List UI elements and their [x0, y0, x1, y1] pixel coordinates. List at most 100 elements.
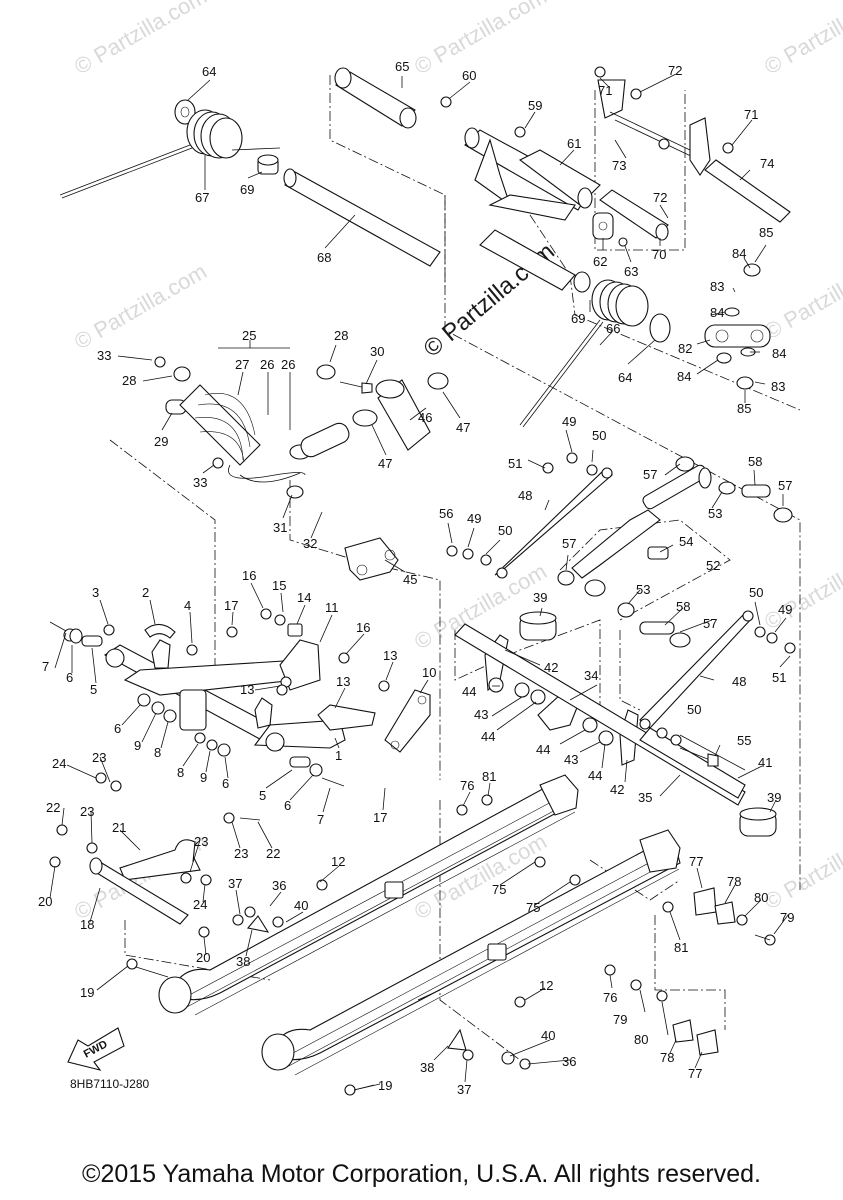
- parts-drawings: FWD: [49, 66, 796, 1096]
- callout: 17: [373, 810, 387, 825]
- bracket-icon: [344, 537, 399, 581]
- callout: 28: [334, 328, 348, 343]
- link-plate-icon: [384, 689, 431, 753]
- callout: 8: [154, 745, 161, 760]
- callout: 65: [395, 59, 409, 74]
- callout: 84: [732, 246, 746, 261]
- pipe-icon: [599, 189, 669, 241]
- callout: 42: [544, 660, 558, 675]
- callout: 51: [772, 670, 786, 685]
- callout: 50: [687, 702, 701, 717]
- pipe-icon: [334, 67, 417, 129]
- callout: 77: [688, 1066, 702, 1081]
- callout: 66: [606, 321, 620, 336]
- bumper-icon: [89, 839, 201, 925]
- leader-lines: [49, 73, 791, 1091]
- slider-clip-icon: [672, 887, 736, 1056]
- callout: 73: [612, 158, 626, 173]
- callout: 35: [638, 790, 652, 805]
- callout: 50: [749, 585, 763, 600]
- callout: 29: [154, 434, 168, 449]
- callout: 67: [195, 190, 209, 205]
- callout: 13: [240, 682, 254, 697]
- callout: 82: [678, 341, 692, 356]
- callout: 19: [80, 985, 94, 1000]
- callout: 69: [571, 311, 585, 326]
- shock-absorber-icon: [165, 366, 350, 499]
- callout: 10: [422, 665, 436, 680]
- cap-icon: [144, 623, 176, 639]
- callout: 3: [92, 585, 99, 600]
- callout: 33: [97, 348, 111, 363]
- callout: 43: [474, 707, 488, 722]
- callout: 70: [652, 247, 666, 262]
- callout: 11: [325, 600, 339, 615]
- callout: 49: [778, 602, 792, 617]
- callout: 79: [613, 1012, 627, 1027]
- callout: 26: [281, 357, 295, 372]
- callout: 48: [518, 488, 532, 503]
- callout: 44: [588, 768, 602, 783]
- callout: 39: [767, 790, 781, 805]
- callout: 44: [481, 729, 495, 744]
- callout: 38: [236, 954, 250, 969]
- callout: 20: [196, 950, 210, 965]
- callout: 75: [526, 900, 540, 915]
- callout: 8: [177, 765, 184, 780]
- callout: 37: [457, 1082, 471, 1097]
- callout: 13: [383, 648, 397, 663]
- callout: 23: [92, 750, 106, 765]
- bracket-icon: [592, 212, 628, 247]
- callout: 78: [727, 874, 741, 889]
- collar-icon: [519, 611, 777, 837]
- callout: 37: [228, 876, 242, 891]
- rear-arm-icon: [464, 127, 601, 291]
- pivot-arm-icon: [103, 639, 376, 752]
- callout: 5: [90, 682, 97, 697]
- callout: 22: [266, 846, 280, 861]
- callout: 47: [456, 420, 470, 435]
- callout: 84: [677, 369, 691, 384]
- diagram-code: 8HB7110-J280: [70, 1077, 149, 1091]
- callout: 68: [317, 250, 331, 265]
- hardware-icons: [49, 66, 796, 1096]
- callout: 23: [234, 846, 248, 861]
- callout: 53: [708, 506, 722, 521]
- callout: 85: [737, 401, 751, 416]
- callout: 76: [603, 990, 617, 1005]
- watermark: © Partzilla.com: [760, 249, 843, 345]
- callout: 5: [259, 788, 266, 803]
- callout: 58: [676, 599, 690, 614]
- collar-bolt-icon: [316, 364, 373, 394]
- callout: 18: [80, 917, 94, 932]
- callout: 34: [584, 668, 598, 683]
- callout: 7: [317, 812, 324, 827]
- callout: 55: [737, 733, 751, 748]
- callout: 77: [689, 854, 703, 869]
- callout: 4: [184, 598, 191, 613]
- callout: 83: [771, 379, 785, 394]
- callout: 36: [272, 878, 286, 893]
- callout: 12: [331, 854, 345, 869]
- watermark: © Partzilla.com: [760, 539, 843, 635]
- callout: 54: [679, 534, 693, 549]
- shaft-icon: [283, 168, 441, 267]
- callout: 47: [378, 456, 392, 471]
- callout: 57: [643, 467, 657, 482]
- callout: 28: [122, 373, 136, 388]
- callout: 57: [778, 478, 792, 493]
- callout: 43: [564, 752, 578, 767]
- callout: 14: [297, 590, 311, 605]
- callout: 38: [420, 1060, 434, 1075]
- shaft-icon: [454, 623, 746, 806]
- callout: 16: [242, 568, 256, 583]
- callout-labels: 64 67 69 68 65 60 59 61 62 63 70 71 72 7…: [38, 59, 794, 1097]
- callout: 23: [194, 834, 208, 849]
- callout: 24: [193, 897, 207, 912]
- callout: 12: [539, 978, 553, 993]
- callout: 64: [618, 370, 632, 385]
- bolt-icon: [679, 747, 719, 767]
- bushing-icon: [257, 154, 279, 175]
- callout: 6: [284, 798, 291, 813]
- callout: 7: [42, 659, 49, 674]
